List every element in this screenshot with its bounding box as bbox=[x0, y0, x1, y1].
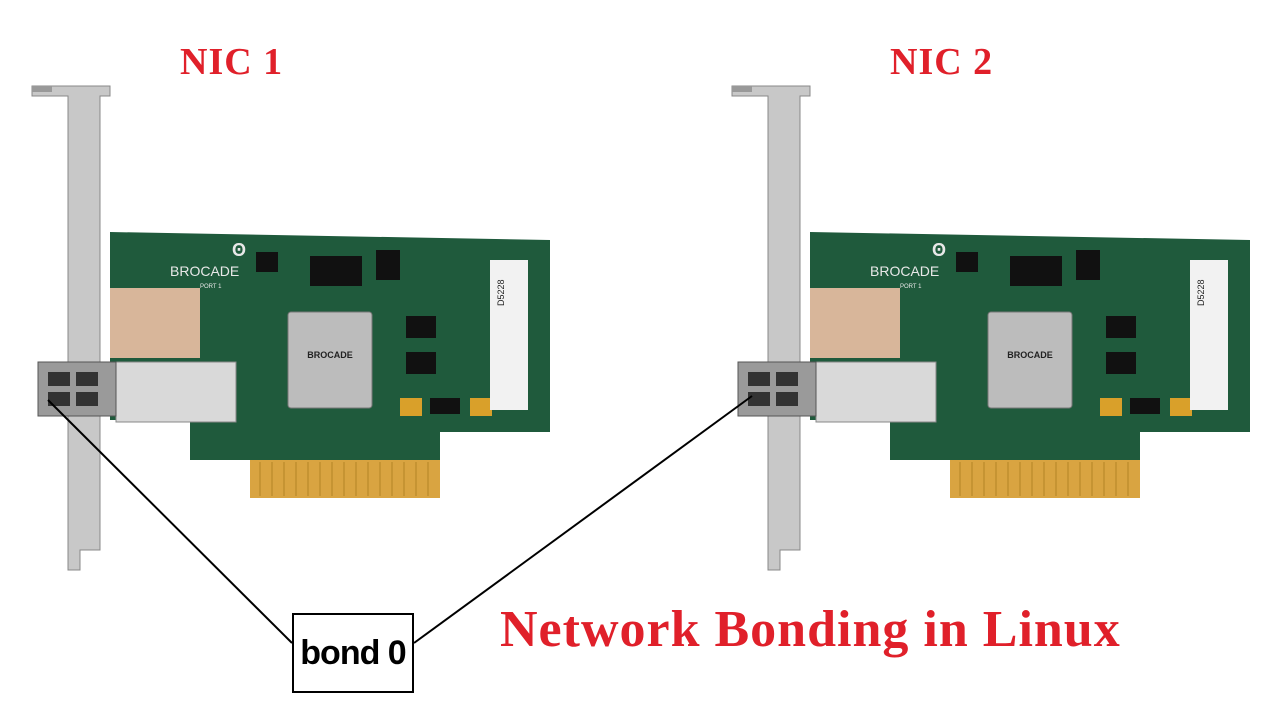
brocade-logo-icon: ʘ bbox=[932, 240, 946, 260]
bracket bbox=[731, 85, 811, 571]
brand-text: BROCADE bbox=[170, 263, 239, 279]
wire-nic1-to-bond bbox=[47, 399, 293, 644]
wire-nic2-to-bond bbox=[413, 395, 753, 644]
model-text: D5228 bbox=[1196, 279, 1206, 306]
components bbox=[256, 250, 528, 416]
sfp-module bbox=[37, 288, 237, 423]
port-label: PORT 1 bbox=[900, 284, 922, 290]
port-label: PORT 1 bbox=[200, 284, 222, 290]
controller-chip: BROCADE bbox=[987, 311, 1073, 409]
controller-chip: BROCADE bbox=[287, 311, 373, 409]
nic1-card: BROCADE BROCADE PORT 1 D5228 ʘ bbox=[31, 85, 550, 571]
brand-text: BROCADE bbox=[870, 263, 939, 279]
components bbox=[956, 250, 1228, 416]
sfp-module bbox=[737, 288, 937, 423]
bracket bbox=[31, 85, 111, 571]
bond-label: bond 0 bbox=[300, 633, 406, 672]
nic2-card: BROCADE BROCADE PORT 1 D5228 ʘ bbox=[731, 85, 1250, 571]
svg-text:BROCADE: BROCADE bbox=[307, 350, 353, 360]
brocade-logo-icon: ʘ bbox=[232, 240, 246, 260]
svg-text:BROCADE: BROCADE bbox=[1007, 350, 1053, 360]
nic1-label: NIC 1 bbox=[180, 41, 284, 83]
bond-box: bond 0 bbox=[292, 613, 414, 693]
model-text: D5228 bbox=[496, 279, 506, 306]
nic2-label: NIC 2 bbox=[890, 41, 994, 83]
headline: Network Bonding in Linux bbox=[500, 601, 1121, 658]
